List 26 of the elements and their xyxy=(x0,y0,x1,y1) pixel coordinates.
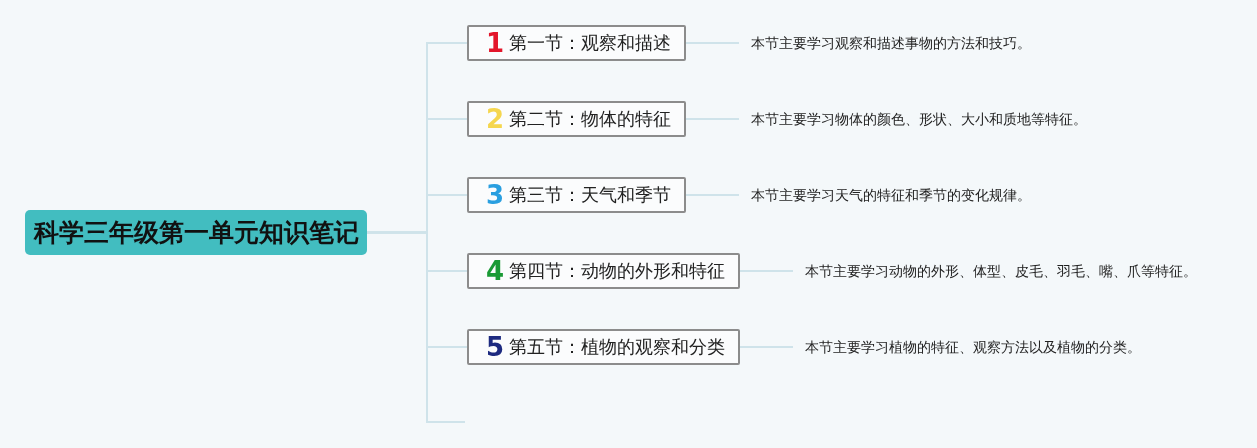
topic-box xyxy=(467,25,686,61)
note-text: 本节主要学习动物的外形、体型、皮毛、羽毛、嘴、爪等特征。 xyxy=(805,262,1197,280)
topic-label: 第一节：观察和描述 xyxy=(509,32,672,54)
central-topic: 科学三年级第一单元知识笔记 xyxy=(25,210,367,255)
note-text: 本节主要学习天气的特征和季节的变化规律。 xyxy=(751,186,1031,204)
note-text: 本节主要学习物体的颜色、形状、大小和质地等特征。 xyxy=(751,110,1087,128)
topic-box xyxy=(467,177,686,213)
topic-box xyxy=(467,253,740,289)
topic-box xyxy=(467,101,686,137)
section-number: 2 xyxy=(486,106,505,132)
note-text: 本节主要学习植物的特征、观察方法以及植物的分类。 xyxy=(805,338,1141,356)
topic-label: 第二节：物体的特征 xyxy=(509,108,672,130)
section-number: 5 xyxy=(486,334,505,360)
topic-label: 第三节：天气和季节 xyxy=(509,184,672,206)
connector-line xyxy=(685,194,740,196)
connector-line xyxy=(685,42,740,44)
connector-line xyxy=(739,346,794,348)
topic-label: 第四节：动物的外形和特征 xyxy=(509,260,726,282)
section-number: 3 xyxy=(486,182,505,208)
section-number: 4 xyxy=(486,258,505,284)
topic-label: 第五节：植物的观察和分类 xyxy=(509,336,726,358)
note-text: 本节主要学习观察和描述事物的方法和技巧。 xyxy=(751,34,1031,52)
section-number: 1 xyxy=(486,30,505,56)
topic-box xyxy=(467,329,740,365)
connector-line xyxy=(685,118,740,120)
connector-line xyxy=(739,270,794,272)
